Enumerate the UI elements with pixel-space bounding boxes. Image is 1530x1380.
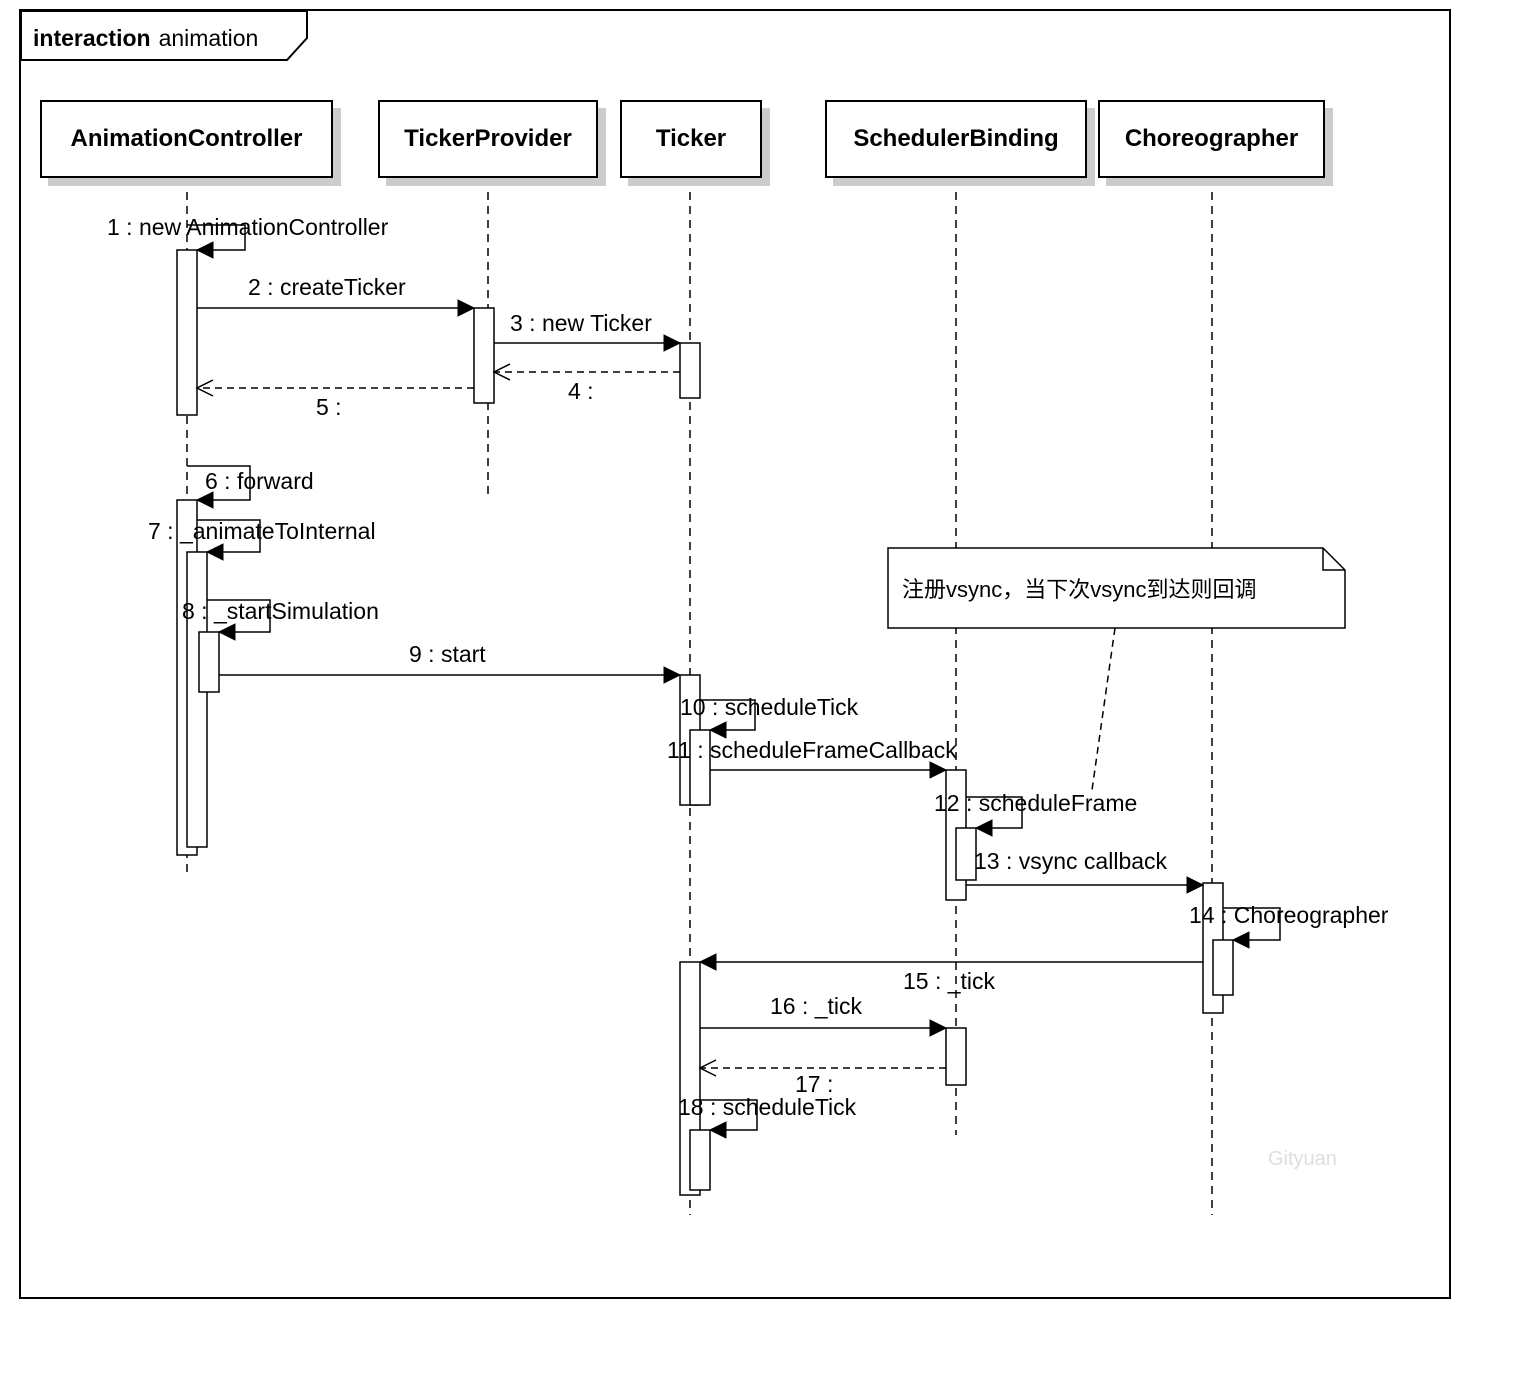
message-label-8: 8 : _startSimulation — [182, 598, 379, 624]
message-label-12: 12 : scheduleFrame — [934, 790, 1138, 816]
message-line-14 — [1223, 907, 1281, 941]
frame-name: animation — [158, 25, 259, 51]
return-arrowhead — [492, 363, 511, 381]
note-box — [887, 547, 1346, 629]
call-arrowhead — [663, 334, 682, 352]
return-arrowhead — [195, 379, 214, 397]
message-line-12 — [966, 796, 1023, 829]
message-line-10 — [700, 699, 756, 731]
message-label-2: 2 : createTicker — [248, 274, 406, 300]
call-arrowhead — [929, 1019, 948, 1037]
message-line-7 — [197, 519, 261, 553]
activation-bar — [176, 249, 198, 416]
note-connector — [1091, 627, 1116, 791]
call-arrowhead — [663, 666, 682, 684]
message-label-14: 14 : Choreographer — [1189, 902, 1389, 928]
lifeline-head-AnimationController: AnimationController — [40, 100, 333, 178]
message-label-9: 9 : start — [409, 641, 486, 667]
activation-bar — [955, 827, 977, 881]
activation-bar — [679, 342, 701, 399]
message-label-18: 18 : scheduleTick — [678, 1094, 857, 1120]
message-label-1: 1 : new AnimationController — [107, 214, 389, 240]
note-text: 注册vsync，当下次vsync到达则回调 — [902, 577, 1257, 602]
message-label-10: 10 : scheduleTick — [680, 694, 859, 720]
activation-bar — [198, 631, 220, 693]
lifeline-head-Choreographer: Choreographer — [1098, 100, 1325, 178]
call-arrowhead — [708, 1121, 727, 1139]
call-arrowhead — [457, 299, 476, 317]
call-arrowhead — [698, 953, 717, 971]
message-label-17: 17 : — [795, 1071, 834, 1097]
frame-title-tab — [20, 10, 308, 61]
call-arrowhead — [974, 819, 993, 837]
lifeline-head-Ticker: Ticker — [620, 100, 762, 178]
activation-bar — [945, 1027, 967, 1086]
message-label-3: 3 : new Ticker — [510, 310, 652, 336]
message-line-18 — [700, 1099, 758, 1131]
lifeline-head-SchedulerBinding: SchedulerBinding — [825, 100, 1087, 178]
message-label-13: 13 : vsync callback — [974, 848, 1168, 874]
message-label-5: 5 : — [316, 394, 342, 420]
lifeline-head-TickerProvider: TickerProvider — [378, 100, 598, 178]
message-line-8 — [207, 599, 271, 633]
call-arrowhead — [205, 543, 224, 561]
note-fold-corner — [1322, 548, 1345, 571]
message-label-15: 15 : _tick — [903, 968, 996, 994]
call-arrowhead — [195, 241, 214, 259]
call-arrowhead — [1186, 876, 1205, 894]
activation-bar — [1212, 939, 1234, 996]
activation-bar — [473, 307, 495, 404]
message-label-6: 6 : forward — [205, 468, 314, 494]
activation-bar — [689, 1129, 711, 1191]
frame-keyword: interaction — [33, 25, 151, 51]
message-label-11: 11 : scheduleFrameCallback — [667, 737, 957, 763]
activation-bar — [186, 551, 208, 848]
call-arrowhead — [708, 721, 727, 739]
message-line-6 — [187, 465, 251, 501]
call-arrowhead — [195, 491, 214, 509]
watermark-text: Gityuan — [1268, 1148, 1337, 1170]
frame-border — [19, 9, 1451, 1299]
call-arrowhead — [1231, 931, 1250, 949]
return-arrowhead — [698, 1059, 717, 1077]
call-arrowhead — [929, 761, 948, 779]
message-line-1 — [187, 224, 246, 251]
activation-bar — [689, 729, 711, 806]
message-label-4: 4 : — [568, 378, 594, 404]
call-arrowhead — [217, 623, 236, 641]
message-label-16: 16 : _tick — [770, 993, 863, 1019]
frame-title: interaction animation — [33, 25, 258, 52]
message-label-7: 7 : _animateToInternal — [148, 518, 376, 544]
